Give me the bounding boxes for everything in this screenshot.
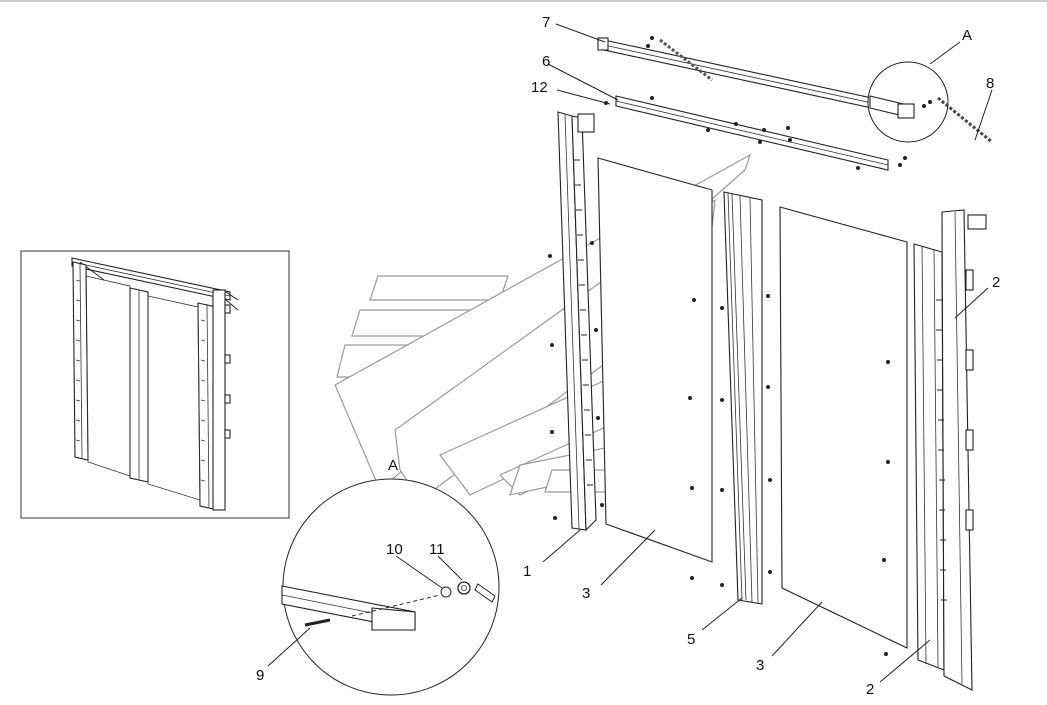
part-labels: 7 6 12 8 A 2 1 3 5 3 2 A 10 11 9 [256,14,1000,698]
detail-circle-bottom [281,478,500,696]
panel-3-right [779,206,908,649]
inset-ticks [75,279,206,482]
overview-inset [20,250,290,519]
label-7: 7 [542,14,550,31]
label-2-upper: 2 [992,274,1000,291]
label-8: 8 [986,75,994,92]
label-2-lower: 2 [866,681,874,698]
detail-circle-top [867,61,993,144]
label-9: 9 [256,667,264,684]
label-3-left: 3 [582,585,590,602]
label-1: 1 [523,563,531,580]
post-5 [723,191,763,605]
label-5: 5 [687,631,695,648]
label-3-right: 3 [756,657,764,674]
label-6: 6 [542,53,550,70]
label-A-top: A [962,27,972,44]
leader-lines [267,23,993,683]
post-1 [557,111,597,532]
label-A-bottom: A [388,457,398,474]
label-12: 12 [531,79,548,96]
top-beam-6 [615,95,889,171]
post-2 [913,209,987,691]
label-11: 11 [429,541,445,558]
label-10: 10 [386,541,403,558]
panel-bolts [548,241,890,656]
panel-3-left [597,157,713,563]
